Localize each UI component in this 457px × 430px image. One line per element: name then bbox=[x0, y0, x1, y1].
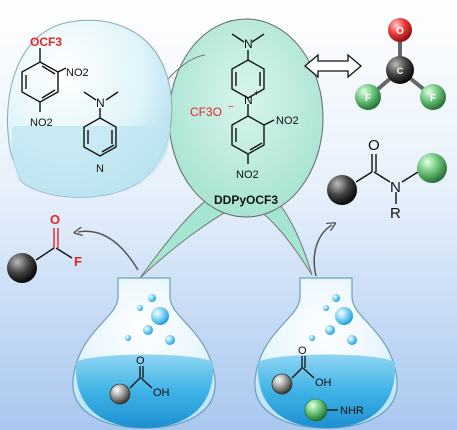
acyl-fluoride-o: O bbox=[50, 212, 60, 227]
amide-o: O bbox=[368, 137, 380, 154]
counter-anion: CF3O bbox=[190, 105, 222, 119]
reagent-name: DDPyOCF3 bbox=[214, 193, 278, 207]
nitro-para-label: NO2 bbox=[30, 117, 53, 129]
reagent-pyridinium-n: N bbox=[244, 93, 253, 107]
right-flask bbox=[254, 277, 398, 429]
reagent-nitro-para: NO2 bbox=[236, 169, 259, 181]
reagent-structure bbox=[231, 33, 275, 164]
amide-product bbox=[327, 153, 447, 205]
right-arrow bbox=[313, 225, 332, 277]
cation-charge: + bbox=[254, 88, 259, 98]
model-f-left: F bbox=[365, 93, 371, 104]
acyl-fluoride-f: F bbox=[74, 254, 82, 269]
left-flask bbox=[72, 277, 216, 429]
aryl-ring bbox=[21, 48, 67, 112]
right-flask-nhr: NHR bbox=[340, 405, 364, 417]
nitro-ortho-label: NO2 bbox=[66, 67, 89, 79]
right-flask-o: O bbox=[298, 345, 307, 357]
precursor-liquid bbox=[11, 126, 171, 198]
model-o: O bbox=[396, 26, 404, 37]
amide-r: R bbox=[390, 205, 401, 222]
ocf3-label: OCF3 bbox=[30, 35, 62, 49]
right-flask-oh: OH bbox=[315, 377, 332, 389]
reagent-nitro-ortho: NO2 bbox=[276, 115, 299, 127]
amide-n: N bbox=[390, 179, 401, 196]
carbonyl-fluoride-model bbox=[355, 18, 446, 110]
equivalence-arrow bbox=[303, 53, 363, 79]
left-arrow bbox=[78, 231, 139, 271]
left-flask-oh: OH bbox=[153, 387, 170, 399]
dmap-amine-n: N bbox=[96, 96, 105, 110]
model-c: C bbox=[397, 66, 404, 76]
acyl-fluoride bbox=[7, 228, 73, 283]
reagent-amine-n: N bbox=[244, 37, 253, 51]
dmap-pyridine-n: N bbox=[96, 163, 104, 175]
dmap-structure bbox=[83, 91, 119, 157]
model-f-right: F bbox=[430, 93, 436, 104]
anion-charge: − bbox=[228, 102, 234, 113]
left-flask-o: O bbox=[136, 355, 145, 367]
